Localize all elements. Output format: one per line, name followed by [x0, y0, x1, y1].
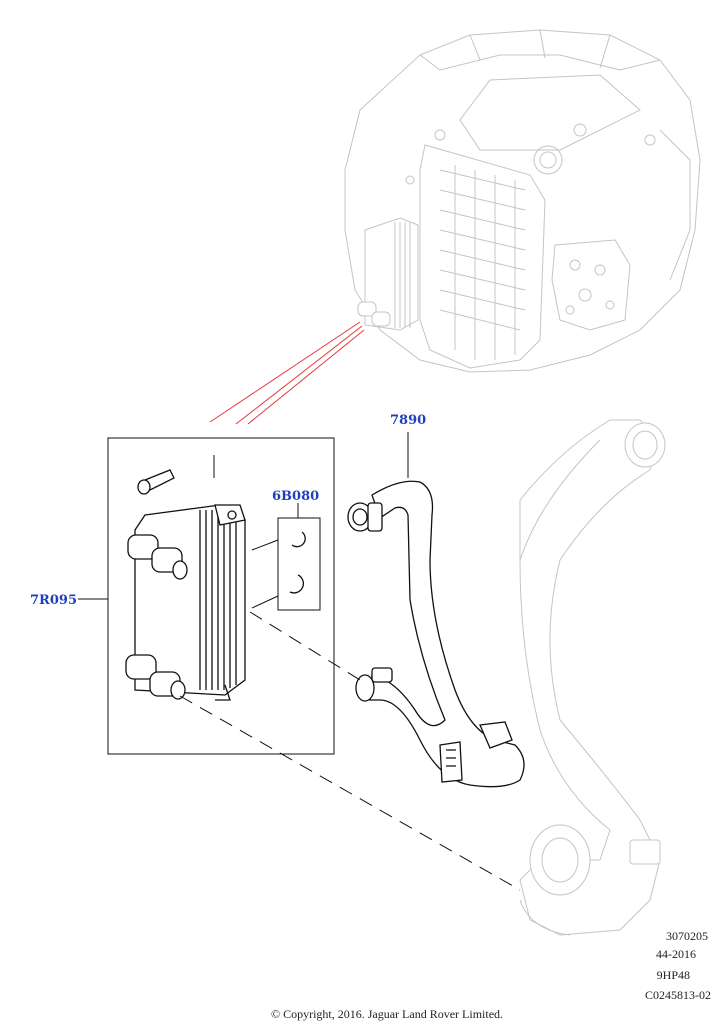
transmission-assembly — [344, 29, 701, 373]
ref-model: 9HP48 — [657, 968, 690, 982]
connection-lines — [179, 611, 521, 891]
ref-date: 44-2016 — [656, 947, 696, 961]
copyright-notice: © Copyright, 2016. Jaguar Land Rover Lim… — [271, 1007, 503, 1021]
callout-hose: 7890 — [390, 413, 426, 428]
ref-code: C0245813-02 — [645, 988, 711, 1002]
ref-number: 3070205 — [666, 929, 708, 943]
cooler-detail-frame — [107, 437, 335, 755]
cooler-hose — [347, 432, 525, 788]
bolt-icon — [137, 469, 175, 495]
seal-rings — [251, 503, 321, 611]
reference-block: 3070205 44-2016 9HP48 C0245813-02 — [645, 929, 711, 1002]
radiator-hose-ghost — [519, 419, 666, 936]
callout-cooler: 7R095 — [30, 593, 77, 608]
location-leaders — [209, 321, 365, 425]
oil-cooler — [125, 455, 246, 701]
callout-seals: 6B080 — [272, 489, 319, 504]
